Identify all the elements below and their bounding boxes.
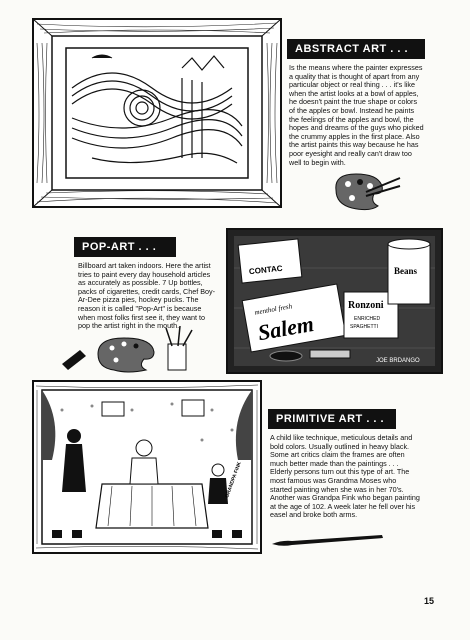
pop-art-heading: POP-ART . . .: [74, 237, 176, 257]
paint-palette-icon: [330, 168, 402, 214]
pop-art-framed-painting: CONTAC menthol fresh Salem Ronzoni ENRIC…: [226, 228, 443, 374]
contac-label: CONTAC: [249, 264, 284, 276]
pop-art-body: Billboard art taken indoors. Here the ar…: [78, 261, 216, 331]
artist-signature: JOE BRDANGO: [376, 358, 420, 364]
abstract-art-body: Is the means where the painter expresses…: [289, 63, 424, 167]
beans-label: Beans: [394, 266, 418, 276]
enriched-label: ENRICHED: [354, 316, 381, 322]
page-number: 15: [424, 596, 435, 606]
abstract-art-framed-painting: [32, 18, 282, 208]
primitive-art-body: A child like technique, meticulous detai…: [270, 433, 420, 520]
primitive-art-framed-painting: GRANDPA FINK: [32, 380, 262, 554]
primitive-art-heading: PRIMITIVE ART . . .: [268, 409, 396, 429]
pop-art-tools-doodle: [58, 326, 208, 376]
ronzoni-label: Ronzoni: [348, 300, 384, 311]
spaghetti-label: SPAGHETTI: [350, 324, 378, 330]
abstract-art-heading: ABSTRACT ART . . .: [287, 39, 425, 59]
paintbrush-icon: [270, 530, 390, 550]
